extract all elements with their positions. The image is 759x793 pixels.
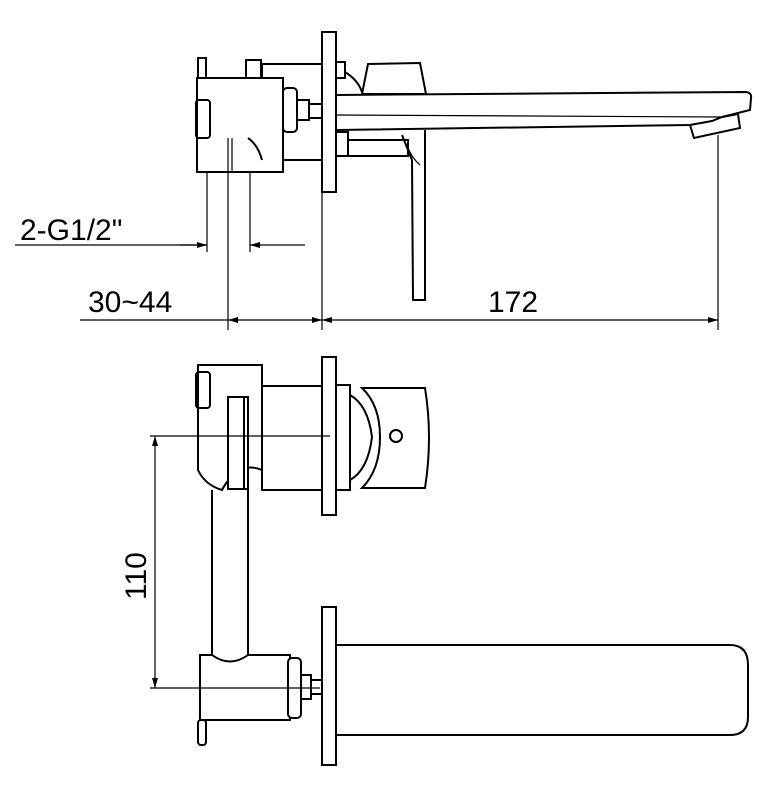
dimension-lines: [15, 135, 719, 330]
spout-top: [336, 644, 749, 736]
center-distance-dimension: [150, 435, 330, 689]
wall-depth-dimension-label: 30~44: [88, 286, 172, 319]
lower-flange: [321, 606, 337, 766]
wall-flange: [321, 31, 337, 193]
spout: [335, 90, 753, 140]
indicator-circle: [389, 429, 403, 443]
valve-body: [195, 57, 323, 173]
handle-top: [335, 384, 430, 491]
handle: [335, 61, 428, 301]
side-view: [195, 31, 753, 301]
center-distance-label: 110: [120, 552, 153, 600]
thread-dimension-label: 2-G1/2": [20, 214, 122, 247]
top-view: [195, 356, 749, 766]
spout-reach-dimension-label: 172: [488, 286, 538, 319]
connecting-pipe: [211, 485, 249, 655]
